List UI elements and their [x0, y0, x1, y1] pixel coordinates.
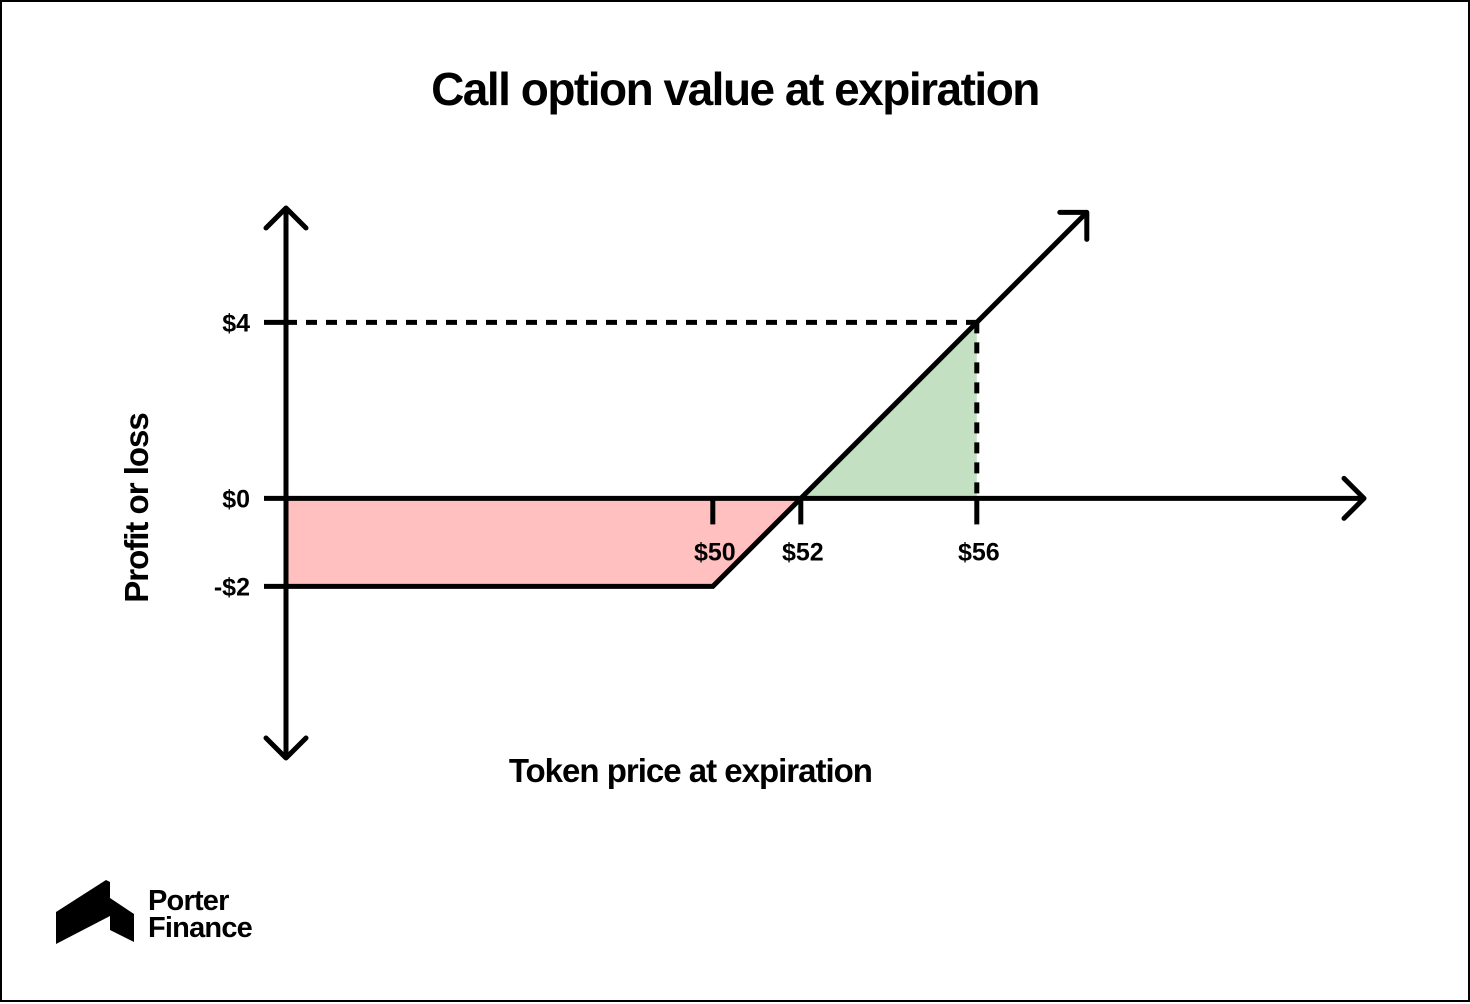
y-axis-arrow-up [263, 205, 309, 231]
y-tick-label: -$2 [214, 573, 250, 601]
payoff-line [286, 210, 1089, 589]
x-axis-arrow-right [1341, 475, 1367, 521]
porter-finance-logo: Porter Finance [56, 878, 276, 948]
x-tick-label: $52 [782, 538, 824, 566]
x-axis-label: Token price at expiration [509, 752, 872, 789]
x-tick-label: $50 [694, 538, 736, 566]
porter-finance-logo-icon [56, 880, 134, 944]
y-axis-label: Profit or loss [118, 413, 155, 603]
chart-title: Call option value at expiration [431, 63, 1040, 115]
y-axis-arrow-down [263, 735, 309, 761]
brand-line-1: Porter [148, 885, 229, 917]
shaded-region-loss [286, 498, 801, 587]
brand-line-2: Finance [148, 912, 253, 944]
x-tick-label: $56 [958, 538, 1000, 566]
payoff-line-arrow [1057, 209, 1090, 242]
y-tick-label: $4 [222, 309, 250, 337]
y-tick-label: $0 [222, 485, 250, 513]
